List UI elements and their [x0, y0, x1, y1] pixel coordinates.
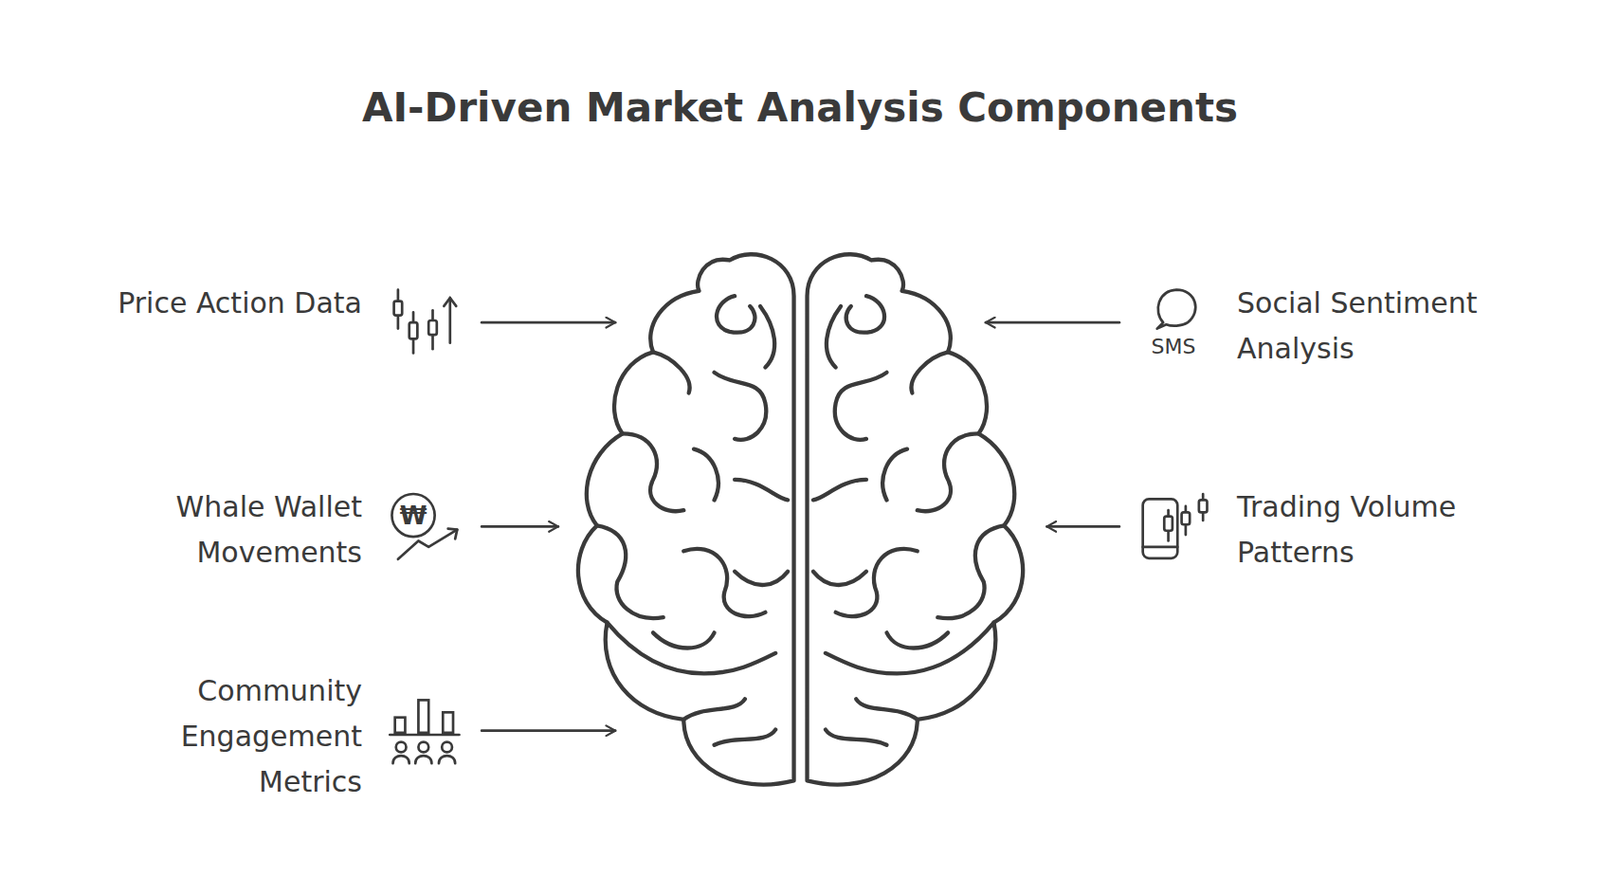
whale-icon	[391, 493, 457, 560]
component-label: Trading Volume Patterns	[1236, 484, 1560, 576]
icon-text: SMS	[1140, 333, 1207, 361]
component-label: Social Sentiment Analysis	[1236, 280, 1560, 372]
brain	[578, 254, 1023, 784]
component-label: Community Engagement Metrics	[96, 668, 363, 805]
community-icon	[389, 699, 459, 764]
sentiment-icon	[1157, 290, 1197, 329]
arrows	[481, 322, 1120, 731]
diagram-title: AI-Driven Market Analysis Components	[0, 83, 1600, 133]
component-label: Price Action Data	[96, 280, 363, 327]
currency-symbol: ₩	[394, 499, 433, 532]
price-icon	[394, 290, 457, 354]
component-label: Whale Wallet Movements	[96, 484, 363, 576]
volume-icon	[1143, 493, 1208, 559]
